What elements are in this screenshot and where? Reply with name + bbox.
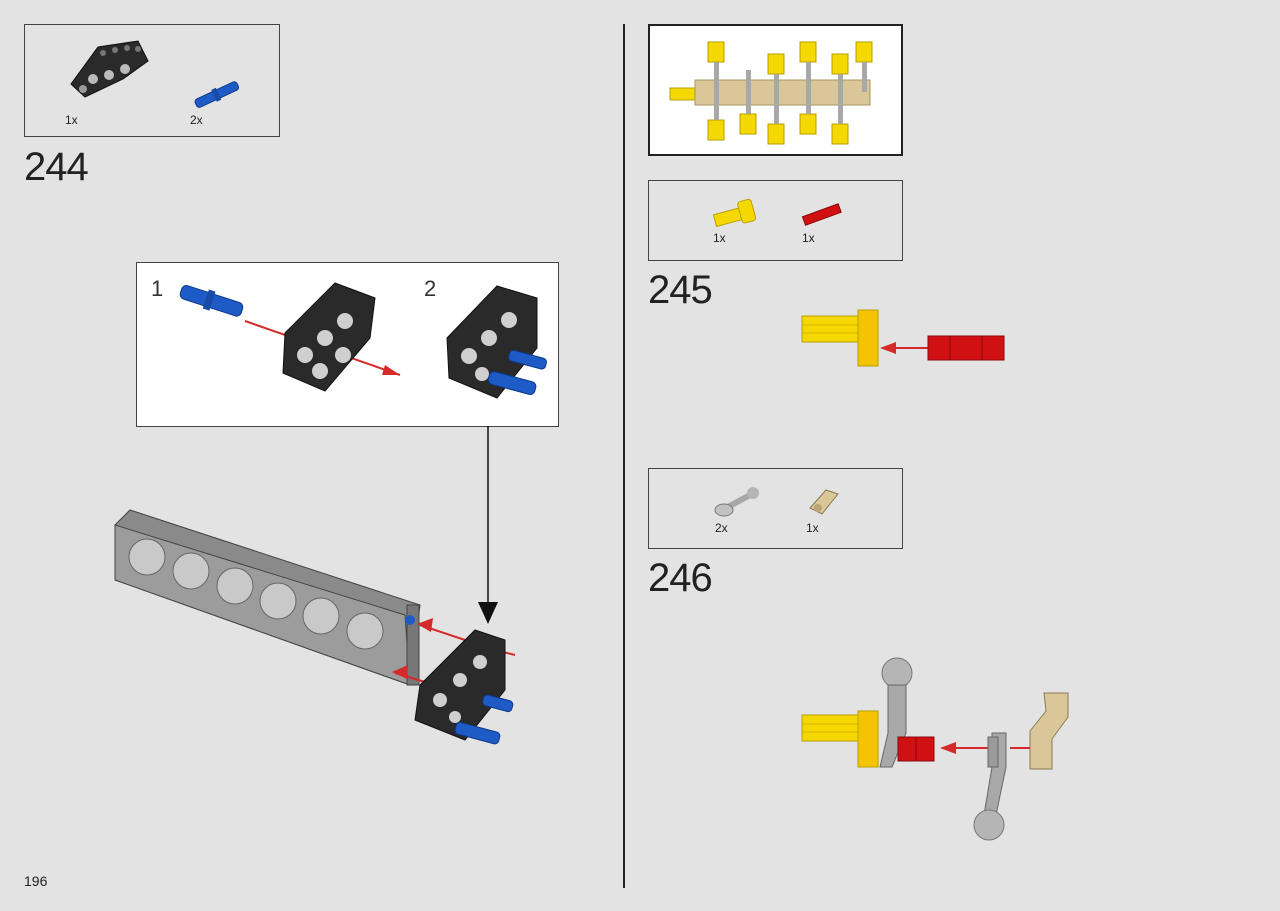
- blue-pin-icon: [194, 81, 240, 108]
- step-246-parts-box: 2x 1x: [648, 468, 903, 549]
- step-number: 245: [648, 268, 713, 312]
- engine-block-illustration: [114, 509, 516, 745]
- assembly-preview-box: [648, 24, 903, 156]
- red-axle-icon: [801, 203, 842, 226]
- substep-number: 1: [151, 276, 164, 301]
- substep-2-illustration: [446, 285, 547, 399]
- part-qty: 2x: [715, 521, 728, 535]
- step-number: 244: [24, 145, 89, 189]
- crankshaft-preview-illustration: [669, 41, 873, 145]
- step-number: 246: [648, 556, 713, 600]
- tan-crank-segment-icon: [809, 489, 839, 515]
- step-245-illustration: [801, 309, 1005, 367]
- page-number: 196: [24, 873, 48, 889]
- black-frame-part-icon: [70, 40, 149, 98]
- part-qty: 1x: [713, 231, 726, 245]
- substep-number: 2: [424, 276, 437, 301]
- step-244-parts-box: 1x 2x: [24, 24, 280, 137]
- step-246-illustration: [801, 657, 1069, 841]
- part-qty: 2x: [190, 113, 203, 127]
- substep-1-illustration: [179, 282, 401, 392]
- yellow-axle-connector-icon: [712, 198, 757, 228]
- callout-arrow: [478, 426, 498, 624]
- part-qty: 1x: [802, 231, 815, 245]
- page-divider: [623, 24, 625, 888]
- substep-callout: 1 2: [136, 262, 559, 427]
- step-245-parts-box: 1x 1x: [648, 180, 903, 261]
- grey-conrod-icon: [714, 487, 759, 517]
- part-qty: 1x: [806, 521, 819, 535]
- part-qty: 1x: [65, 113, 78, 127]
